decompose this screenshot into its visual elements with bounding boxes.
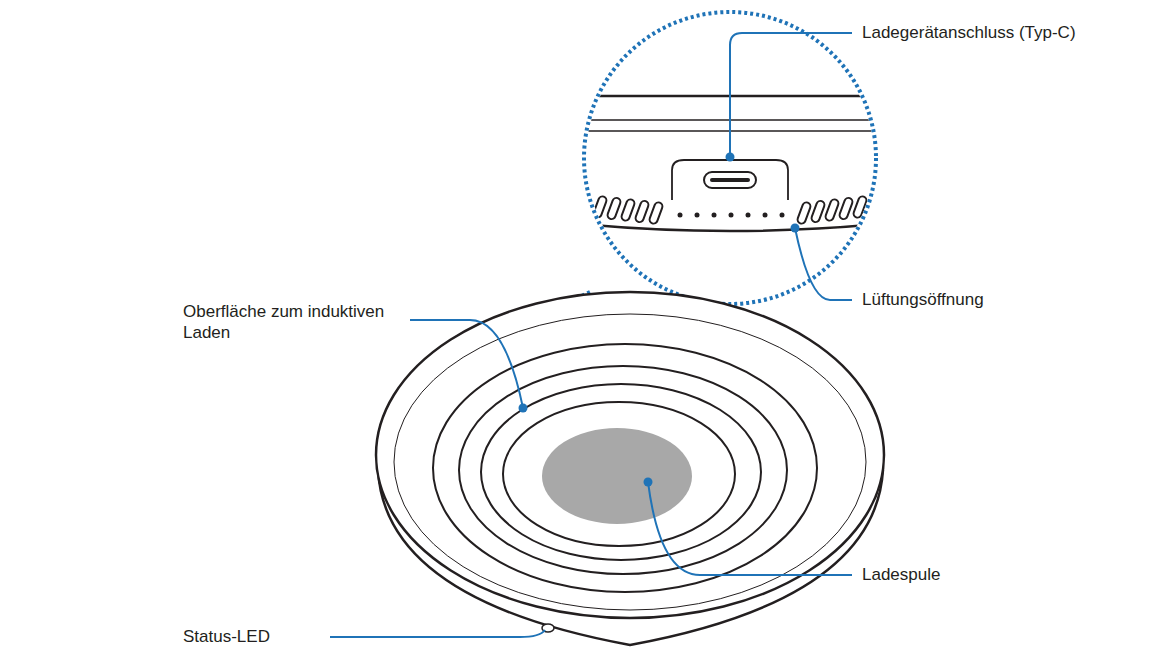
led-label: Status-LED bbox=[183, 626, 270, 647]
port-label: Ladegerätanschluss (Typ-C) bbox=[862, 22, 1076, 43]
leader-lines bbox=[330, 33, 852, 637]
vent-label: Lüftungsöffnung bbox=[862, 289, 984, 310]
charging-pad bbox=[376, 292, 884, 645]
zoom-circle bbox=[584, 12, 876, 304]
surface-label: Oberfläche zum induktiven Laden bbox=[183, 301, 408, 343]
leader-dots bbox=[519, 153, 800, 487]
coil-label: Ladespule bbox=[862, 564, 940, 585]
